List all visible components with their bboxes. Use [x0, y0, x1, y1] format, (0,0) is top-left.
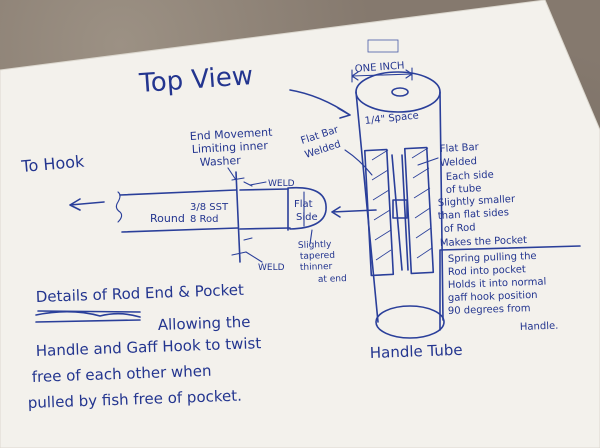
rod-end-end-movement-3-label: Washer	[199, 154, 241, 169]
sketch-stroke	[115, 191, 123, 223]
sketch-stroke	[69, 198, 105, 211]
tube-each-side-2-label: of tube	[446, 183, 482, 196]
tube-flat-bar-right-1-label: Flat Bar	[440, 142, 480, 155]
details-line-2-label: Allowing the	[158, 313, 251, 334]
sketch-stroke	[344, 149, 373, 176]
tube-flat-bar-right-2-label: Welded	[440, 156, 478, 169]
rod-assembly	[119, 171, 327, 263]
sketch-stroke	[439, 245, 581, 331]
rod-end-tapered-4-label: at end	[318, 274, 347, 285]
rod-end-flat-side-1-label: Flat	[294, 199, 313, 210]
sketch-stroke	[235, 171, 241, 263]
sketch-stroke	[363, 148, 395, 277]
sketch-stroke	[371, 149, 392, 261]
title-arrow	[289, 89, 351, 119]
tube-spring-5-label: 90 degrees from	[448, 303, 531, 317]
rod-end-flat-side-2-label: Side	[296, 212, 318, 223]
tube-spring-2-label: Rod into pocket	[448, 264, 526, 278]
sketch-stroke	[417, 157, 439, 166]
tube-each-side-1-label: Each side	[446, 170, 494, 183]
tube-smaller-1-label: Slightly smaller	[438, 194, 517, 209]
rod-end-rod-2-label: Round	[150, 212, 185, 225]
sketch-stroke	[119, 189, 239, 233]
tube-smaller-2-label: than flat sides	[438, 207, 510, 222]
sketch-stroke	[391, 154, 409, 271]
sketch-stroke	[239, 188, 291, 230]
sketch-stroke	[403, 146, 435, 275]
sketch-stroke	[392, 199, 408, 219]
sketch-stroke	[411, 147, 433, 259]
sketch-stroke	[287, 186, 327, 231]
handle-tube	[355, 71, 445, 339]
tube-spring-6-label: Handle.	[520, 321, 559, 333]
sketch-stroke	[309, 229, 313, 245]
rod-end-weld-bottom-label: WELD	[258, 263, 285, 273]
scribble-out	[35, 310, 141, 323]
sketch-stroke	[375, 305, 445, 339]
rod-end-end-movement-1-label: End Movement	[189, 126, 273, 143]
sketch-stroke	[245, 251, 263, 263]
rod-end-rod-1-label: 3/8 SST	[190, 202, 229, 213]
tube-spring-4-label: gaff hook position	[448, 290, 538, 304]
tube-smaller-3-label: of Rod	[444, 222, 476, 235]
sketch-stroke	[231, 177, 247, 256]
sketch-stroke	[351, 67, 413, 83]
tube-pocket-label: Makes the Pocket	[440, 235, 528, 249]
rod-end-end-movement-2-label: Limiting inner	[191, 139, 268, 156]
rod-end-tapered-1-label: Slightly	[298, 240, 332, 251]
rod-end-tapered-2-label: tapered	[300, 251, 335, 262]
tube-spring-3-label: Holds it into normal	[448, 277, 547, 291]
tube-spring-1-label: Spring pulling the	[448, 251, 537, 265]
rod-end-rod-3-label: 8 Rod	[190, 214, 219, 225]
sketch-stroke	[331, 206, 377, 218]
rod-end-tapered-3-label: thinner	[300, 262, 333, 273]
sketch-stroke	[391, 87, 409, 97]
sketch-stroke	[227, 167, 237, 181]
sketch-stroke	[249, 181, 267, 186]
rod-end-weld-top-label: WELD	[268, 179, 295, 189]
sketch-stroke	[367, 39, 399, 53]
tube-handle-tube-label: Handle Tube	[370, 341, 463, 362]
